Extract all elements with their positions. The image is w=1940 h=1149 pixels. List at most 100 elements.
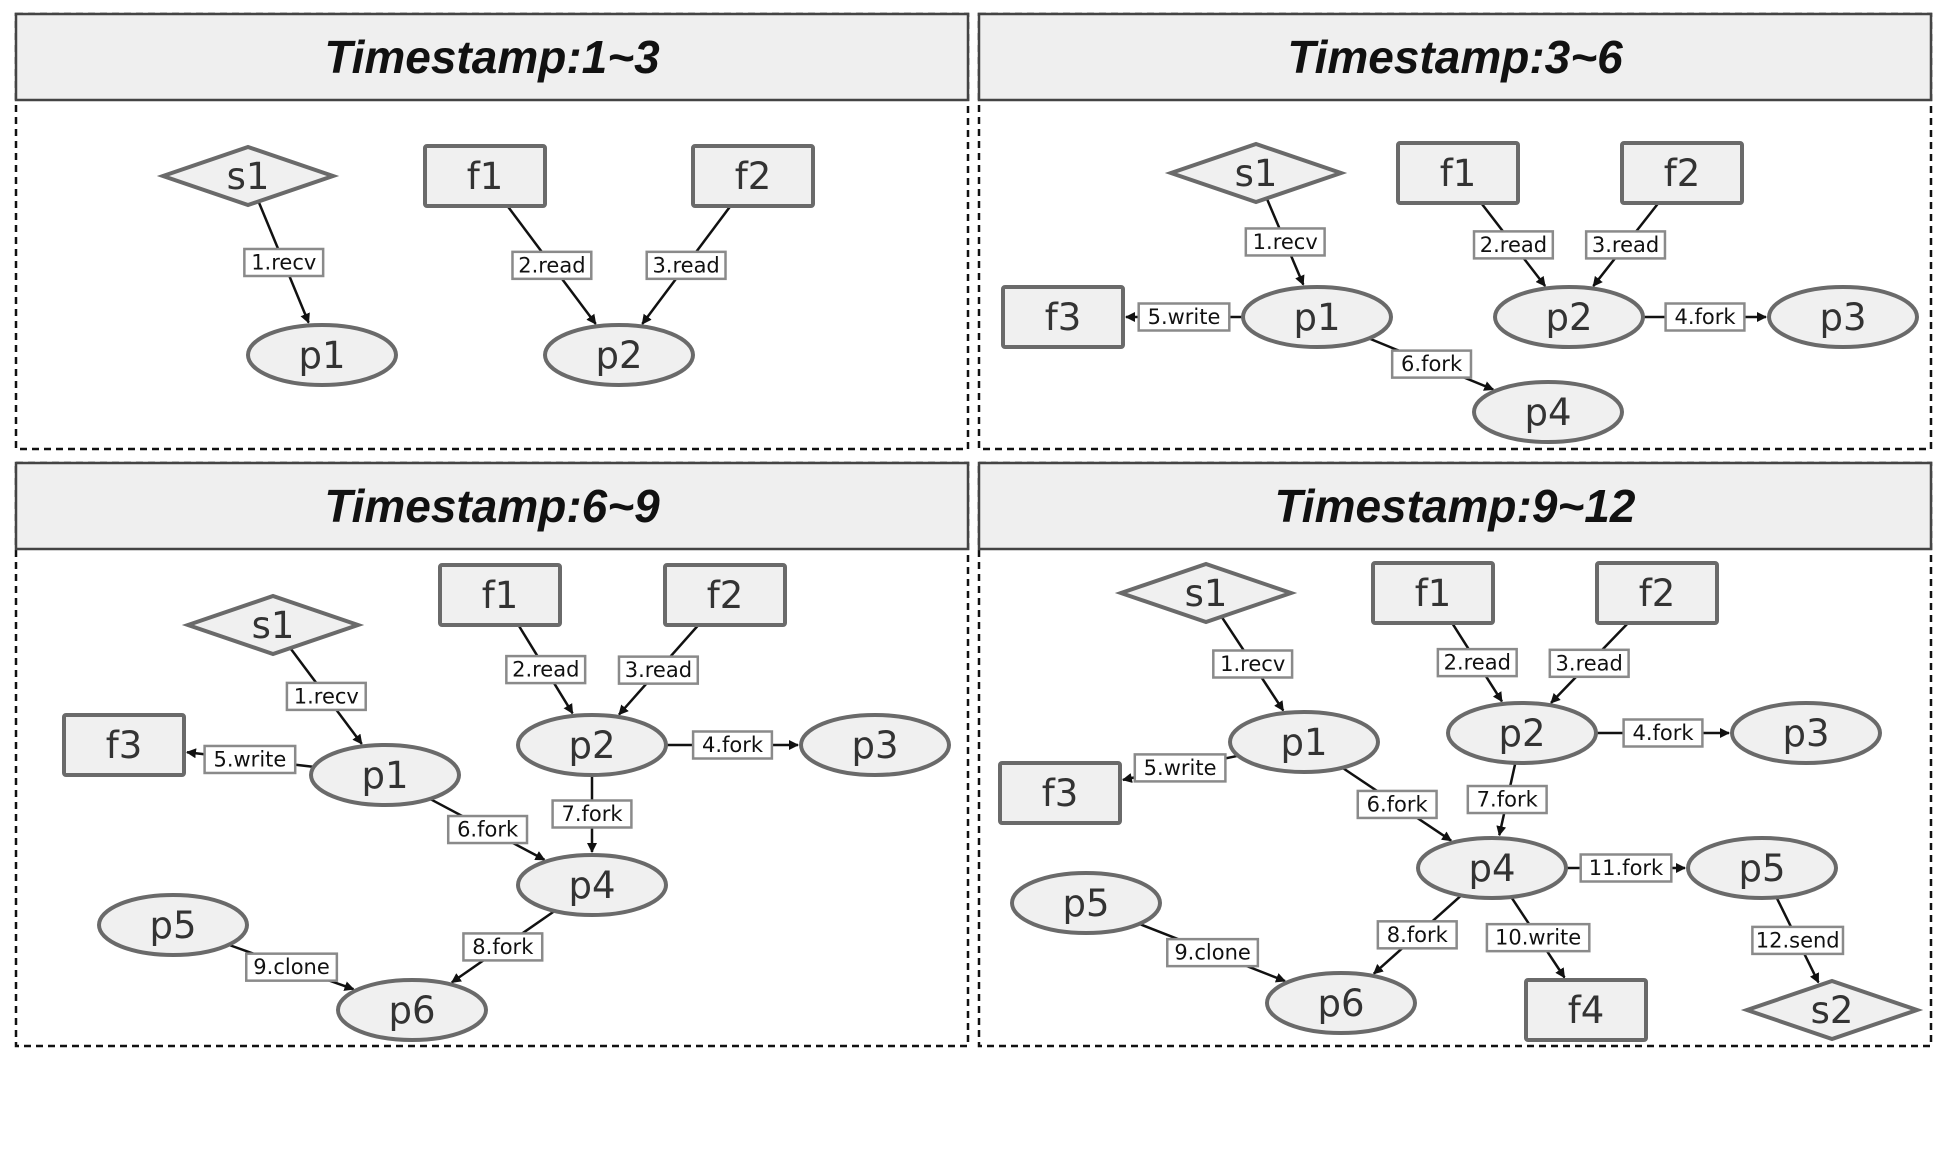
edge-label-p4-p5b: 11.fork <box>1579 853 1673 883</box>
node-p5: p5 <box>97 893 249 957</box>
edge-label-box <box>1579 853 1673 883</box>
edge-label-text: 5.write <box>1144 756 1217 780</box>
edge-label-text: 3.read <box>652 253 719 277</box>
edge-label-f1-p2: 2.read <box>1472 230 1555 260</box>
file-rect <box>1396 141 1520 205</box>
edge-label-box <box>285 681 367 712</box>
node-label: f1 <box>482 574 519 617</box>
node-p3: p3 <box>1767 285 1919 349</box>
edge-label-p5-p6: 9.clone <box>245 952 339 982</box>
node-label: p1 <box>361 754 408 797</box>
node-label: p4 <box>1468 847 1515 890</box>
edge-label-p2-p3: 4.fork <box>1664 302 1746 332</box>
edge-label-p1-p4: 6.fork <box>1390 349 1473 379</box>
edge-label-text: 2.read <box>512 658 579 682</box>
edge-label-p1-p4: 6.fork <box>446 814 529 845</box>
edge-label-p1-f3: 5.write <box>203 744 297 775</box>
node-label: p6 <box>1317 982 1364 1025</box>
node-label: p2 <box>568 724 615 767</box>
node-p4: p4 <box>516 853 668 917</box>
node-label: s1 <box>1185 572 1228 615</box>
edge-label-text: 9.clone <box>1174 941 1251 965</box>
edge-label-p2-p4: 7.fork <box>551 799 633 829</box>
node-label: f2 <box>707 574 744 617</box>
node-label: p2 <box>1545 296 1592 339</box>
node-p6: p6 <box>336 978 488 1042</box>
edge-label-text: 8.fork <box>1387 923 1449 947</box>
edge-label-s1-p1: 1.recv <box>285 681 367 712</box>
node-label: p1 <box>1280 721 1327 764</box>
node-label: p3 <box>1819 296 1866 339</box>
edge-label-box <box>1356 789 1438 820</box>
edge-label-text: 7.fork <box>1477 788 1539 812</box>
edge-label-box <box>1584 230 1667 260</box>
node-s1: s1 <box>181 593 365 657</box>
node-p1: p1 <box>246 323 398 387</box>
edge-label-f2-p2: 3.read <box>1584 230 1667 260</box>
process-ellipse <box>1241 285 1393 349</box>
process-ellipse <box>1416 836 1568 900</box>
edge-label-box <box>243 247 325 278</box>
panel-header <box>14 12 970 102</box>
process-ellipse <box>516 853 668 917</box>
process-ellipse <box>1228 710 1380 774</box>
edge-label-box <box>1390 349 1473 379</box>
edge-label-text: 5.write <box>213 747 286 771</box>
edge-label-text: 4.fork <box>702 733 764 757</box>
process-ellipse <box>1446 701 1598 765</box>
edge-label-text: 1.recv <box>294 684 359 708</box>
node-f3: f3 <box>62 713 186 777</box>
file-rect <box>1001 285 1125 349</box>
file-rect <box>663 563 787 627</box>
edge-label-f1-p2: 2.read <box>1436 647 1518 678</box>
edge-label-text: 1.recv <box>1220 652 1285 676</box>
node-label: p2 <box>595 334 642 377</box>
node-label: p2 <box>1498 712 1545 755</box>
node-p5b: p5 <box>1686 836 1838 900</box>
edge-label-text: 8.fork <box>472 935 534 959</box>
node-label: f2 <box>1639 572 1676 615</box>
edge-label-s1-p1: 1.recv <box>1212 649 1294 679</box>
node-label: f3 <box>106 724 143 767</box>
node-f1: f1 <box>438 563 562 627</box>
panel-border <box>14 461 970 1048</box>
panel-header <box>977 12 1933 102</box>
edge-labels: 1.recv 2.read 3.read 4.fork 5.write 6.fork <box>1137 227 1746 379</box>
node-label: f1 <box>1415 572 1452 615</box>
edge-label-box <box>617 655 700 685</box>
socket-diamond <box>181 593 365 657</box>
edge-label-f2-p2: 3.read <box>1548 648 1630 679</box>
node-label: p4 <box>568 864 615 907</box>
edge-label-text: 2.read <box>518 253 585 277</box>
node-f1: f1 <box>423 144 547 208</box>
edge-label-box <box>1166 937 1260 968</box>
node-label: f1 <box>1440 152 1477 195</box>
node-label: p5 <box>1738 847 1785 890</box>
node-p6: p6 <box>1265 971 1417 1035</box>
panel-border <box>977 12 1933 451</box>
edge-label-text: 9.clone <box>253 955 330 979</box>
edge-label-box <box>551 799 633 829</box>
process-ellipse <box>799 713 951 777</box>
edge-label-p5a-p6: 9.clone <box>1166 937 1260 968</box>
node-p2: p2 <box>1446 701 1598 765</box>
file-rect <box>62 713 186 777</box>
edge-label-p1-f3: 5.write <box>1137 302 1231 332</box>
node-label: p3 <box>1782 712 1829 755</box>
panel-border <box>14 12 970 451</box>
edge-label-text: 1.recv <box>1253 230 1318 254</box>
edge-label-text: 2.read <box>1444 651 1511 675</box>
edge-label-box <box>1548 648 1630 679</box>
edge-label-text: 2.read <box>1480 233 1547 257</box>
edge-label-text: 4.fork <box>1632 721 1694 745</box>
panel-title: Timestamp:1~3 <box>324 31 660 83</box>
node-label: p5 <box>1062 882 1109 925</box>
edge-label-box <box>1436 647 1518 678</box>
panel-header <box>14 461 970 551</box>
node-f2: f2 <box>1620 141 1744 205</box>
panel-header <box>977 461 1933 551</box>
process-ellipse <box>309 743 461 807</box>
